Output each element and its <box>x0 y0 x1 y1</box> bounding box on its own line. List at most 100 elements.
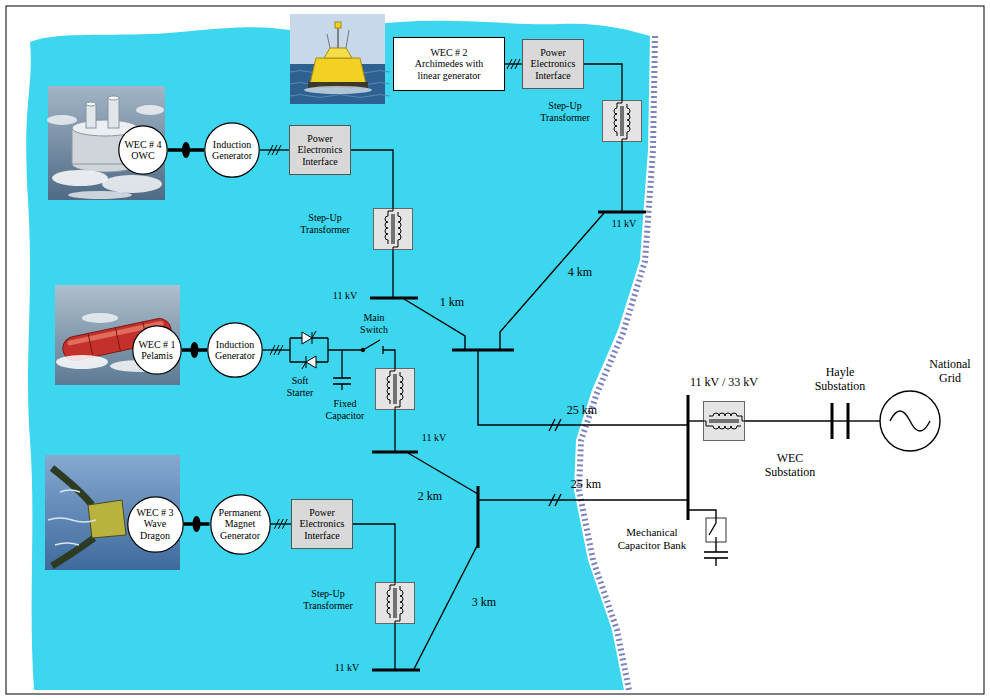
node-text: WEC # 4 OWC <box>123 139 163 161</box>
sea-region <box>26 21 655 690</box>
transformer-symbol <box>376 582 415 624</box>
component-label: Step-Up Transformer <box>536 100 594 123</box>
wec-circle: WEC # 4 OWC <box>118 125 168 175</box>
cable <box>404 213 880 669</box>
grid-source-symbol <box>890 411 930 431</box>
three-phase-mark <box>515 59 520 69</box>
grid-label: National Grid <box>924 358 976 386</box>
cable <box>478 350 688 425</box>
transformer-symbol <box>376 368 415 410</box>
component-label: Fixed Capacitor <box>323 398 367 421</box>
photo-archimedes-buoy <box>310 58 366 84</box>
generator-circle: Permanent Magnet Generator <box>210 494 271 555</box>
three-phase-mark <box>276 145 281 155</box>
three-phase-cable <box>271 519 292 529</box>
photo-owc-device <box>52 170 108 186</box>
busbar <box>477 486 480 548</box>
drive-shaft <box>184 516 210 532</box>
busbar <box>687 395 690 520</box>
component-label: Soft Starter <box>282 375 318 398</box>
photo-archimedes-buoy <box>290 95 390 98</box>
soft-starter-symbol <box>306 356 316 368</box>
wire <box>263 64 622 670</box>
node-text: WEC # 2 Archimedes with linear generator <box>409 47 489 81</box>
distance-label: 3 km <box>472 596 496 610</box>
cable <box>745 420 832 421</box>
photo-owc-device <box>86 102 96 106</box>
photo-archimedes-buoy <box>327 34 330 48</box>
substation-label: Hayle Substation <box>808 366 872 394</box>
drive-shaft <box>182 342 207 358</box>
photo-owc-device <box>48 86 165 200</box>
node-text: Power Electronics Interface <box>294 133 346 167</box>
photo-wave-dragon <box>52 468 92 505</box>
main-switch-symbol <box>362 340 384 354</box>
shaft-coupling <box>193 516 201 532</box>
photo-wave-dragon <box>88 500 126 538</box>
wire <box>341 350 342 378</box>
cable <box>848 420 880 421</box>
capacitor-bank-symbol <box>715 537 716 542</box>
component-label: Mechanical Capacitor Bank <box>613 526 691 551</box>
photo-owc-device <box>68 191 132 199</box>
shaft-coupling <box>182 142 190 158</box>
pelamis-tube <box>115 328 120 351</box>
node-text: Permanent Magnet Generator <box>217 507 263 541</box>
grid-source-symbol <box>880 391 940 451</box>
photo-wave-dragon <box>48 518 96 522</box>
soft-starter-symbol <box>312 331 316 338</box>
three-phase-mark <box>270 345 283 355</box>
three-phase-cable <box>505 59 522 69</box>
wire <box>392 250 393 298</box>
capacitor-symbol <box>333 383 351 385</box>
three-phase-cable <box>260 145 289 155</box>
busbar <box>452 349 514 352</box>
cable-break-mark <box>549 494 561 506</box>
photo-pelamis <box>56 355 108 369</box>
voltage-label: 11 kV <box>612 218 636 230</box>
photo-archimedes-buoy <box>290 14 385 104</box>
cable <box>688 420 703 421</box>
soft-starter-symbol <box>302 362 306 369</box>
power-electronics-box: Power Electronics Interface <box>289 125 351 175</box>
distance-label: 2 km <box>418 490 442 504</box>
cable <box>832 420 848 421</box>
voltage-label: 11 kV <box>335 662 359 674</box>
drive-shaft <box>168 142 204 158</box>
circle-outline <box>208 323 262 377</box>
text-group: Induction Generator <box>210 139 254 161</box>
photo-owc-device <box>47 115 77 125</box>
photo-owc-device <box>86 104 96 128</box>
photo-wave-dragon <box>60 490 80 492</box>
cable <box>688 510 716 518</box>
text-group: Power Electronics Interface <box>527 47 579 81</box>
node-text: Induction Generator <box>213 339 257 361</box>
capacitor-symbol <box>333 378 351 384</box>
wire <box>328 349 363 350</box>
substation-label: WEC Substation <box>758 452 822 480</box>
wire <box>621 142 622 212</box>
text-group: WEC # 2 Archimedes with linear generator <box>409 47 489 81</box>
photo-archimedes-buoy <box>346 30 349 48</box>
transformer-symbol <box>703 402 745 441</box>
voltage-label: 11 kV <box>333 290 357 302</box>
power-electronics-box: Power Electronics Interface <box>522 39 584 89</box>
transformer-symbol <box>374 208 413 250</box>
component-label: Main Switch <box>356 312 392 335</box>
power-electronics-box: Power Electronics Interface <box>291 499 353 549</box>
photo-archimedes-buoy <box>324 48 352 58</box>
photo-wave-dragon <box>45 455 180 570</box>
cable-break-mark <box>549 419 561 506</box>
text-group: WEC # 3 Wave Dragon <box>135 507 175 541</box>
text-group: Permanent Magnet Generator <box>217 507 263 541</box>
photo-archimedes-buoy <box>304 86 372 94</box>
voltage-label: 11 kV <box>422 432 446 444</box>
cable-break-mark <box>549 419 561 431</box>
grid-source-symbol <box>880 391 940 451</box>
wec-circle: WEC # 1 Pelamis <box>132 325 182 375</box>
circle-outline <box>127 496 182 551</box>
photo-archimedes-buoy <box>290 14 390 104</box>
circle-outline <box>210 494 269 553</box>
